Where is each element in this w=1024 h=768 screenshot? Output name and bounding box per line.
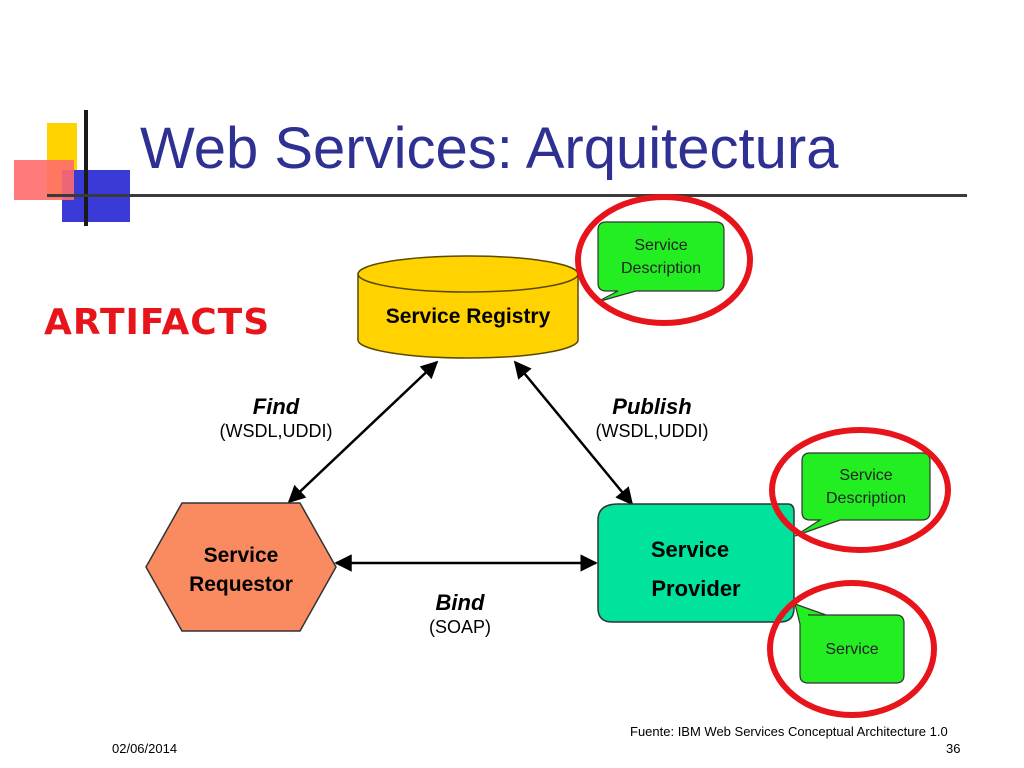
footer-page-number: 36 [946,741,961,756]
publish-verb: Publish [612,394,692,419]
bind-protocol: (SOAP) [428,617,491,637]
artifacts-label: ARTIFACTS [44,302,271,343]
find-protocol: (WSDL,UDDI) [219,421,333,441]
publish-edge [513,360,634,506]
registry-description-line2: Description [620,260,702,277]
service-requestor-label: Service Requestor [146,541,336,599]
service-provider-line2: Provider [651,576,741,601]
publish-label: Publish (WSDL,UDDI) [572,394,732,442]
registry-description-highlight [575,194,753,326]
service-text: Service [825,641,879,658]
publish-protocol: (WSDL,UDDI) [595,421,709,441]
find-verb: Find [252,394,300,419]
service-provider-label: Service Provider [598,530,794,608]
service-registry-label: Service Registry [385,305,551,328]
find-edge [287,360,439,504]
provider-description-line2: Description [825,490,907,507]
service-requestor-line2: Requestor [189,573,293,596]
find-label: Find (WSDL,UDDI) [196,394,356,442]
registry-description-text: Service Description [598,234,724,280]
service-callout [794,603,905,684]
provider-description-text: Service Description [802,464,930,510]
service-requestor-line1: Service [203,544,279,567]
registry-description-line1: Service [634,237,688,254]
bind-label: Bind (SOAP) [390,590,530,638]
slide-title: Web Services: Arquitectura [140,116,839,181]
service-requestor-node [145,502,337,632]
service-provider-line1: Service [650,537,730,562]
bind-verb: Bind [435,590,485,615]
footer-source: Fuente: IBM Web Services Conceptual Arch… [630,724,948,739]
provider-description-callout [794,452,931,537]
provider-description-line1: Service [839,467,893,484]
registry-description-callout [596,221,725,303]
title-ornament [14,110,967,226]
service-highlight [767,580,937,718]
provider-description-highlight [769,427,951,553]
footer-date: 02/06/2014 [112,741,178,756]
